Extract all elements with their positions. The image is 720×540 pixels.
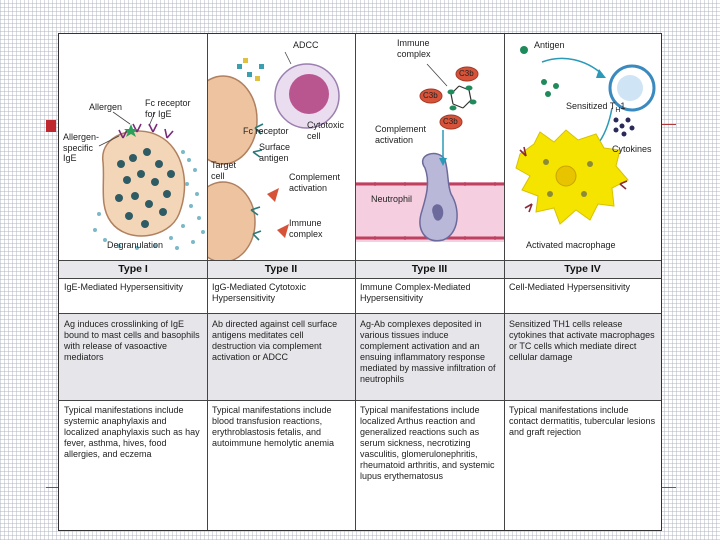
type-3-mechanism: Ag-Ab complexes deposited in various tis… <box>360 319 496 384</box>
label-complement-activation: Complement activation <box>289 172 341 193</box>
label-fc-receptor-ige: Fc receptor for IgE <box>145 98 191 119</box>
type-3-manifestations: Typical manifestations include localized… <box>360 405 495 481</box>
sensitized-text: Sensitized T <box>566 100 616 111</box>
type-1-name: IgE-Mediated Hypersensitivity <box>64 282 184 292</box>
type-2-name: IgG-Mediated Cytotoxic Hypersensitivity <box>212 282 307 303</box>
type-1-label: Type I <box>118 263 148 275</box>
slide-rule-bottom-right <box>660 487 676 488</box>
type-2-manifestations: Typical manifestations include blood tra… <box>212 405 335 448</box>
type-4-label: Type IV <box>564 263 601 275</box>
type-4-name: Cell-Mediated Hypersensitivity <box>509 282 631 292</box>
type-3-name: Immune Complex-Mediated Hypersensitivity <box>360 282 471 303</box>
sensitized-subscript: H <box>615 106 621 114</box>
label-c3b-1: C3b <box>459 69 474 78</box>
type-4-mechanism: Sensitized TH1 cells release cytokines t… <box>509 319 655 362</box>
type-2-label: Type II <box>264 263 298 275</box>
label-adcc: ADCC <box>293 40 319 50</box>
slide-bullet-marker <box>46 120 56 132</box>
sensitized-number: 1 <box>620 100 626 111</box>
type-3-label: Type III <box>411 263 448 275</box>
label-degranulation: Degranulation <box>107 240 164 250</box>
label-activated-macrophage: Activated macrophage <box>526 240 616 250</box>
hypersensitivity-figure: Allergen Fc receptor for IgE Allergen- s… <box>58 33 662 531</box>
label-c3b-2: C3b <box>423 91 438 100</box>
type-1-manifestations: Typical manifestations include systemic … <box>64 405 200 459</box>
table-divider-3 <box>59 313 661 314</box>
type-3-illustration <box>355 63 504 242</box>
label-cytokines: Cytokines <box>612 144 652 154</box>
label-fc-receptor: Fc receptor <box>243 126 289 136</box>
label-immune-complex: Immune complex <box>397 38 431 59</box>
label-antigen: Antigen <box>534 40 565 50</box>
label-allergen-specific-ige: Allergen- specific IgE <box>63 132 100 163</box>
mechanism-row-bg <box>59 313 661 400</box>
column-divider-1 <box>207 34 208 530</box>
label-allergen: Allergen <box>89 102 123 112</box>
table-divider-4 <box>59 400 661 401</box>
table-divider-1 <box>59 260 661 261</box>
slide-rule-bottom-left <box>46 487 58 488</box>
label-target-cell: Target cell <box>211 160 237 181</box>
panel-type-2: ADCC Fc receptor Cytotoxic cell Surface … <box>207 34 355 279</box>
label-neutrophil: Neutrophil <box>371 194 413 204</box>
type-2-illustration <box>207 51 340 260</box>
type-header-row <box>59 260 661 278</box>
table-divider-2 <box>59 278 661 279</box>
label-cytotoxic-cell: Cytotoxic cell <box>307 120 345 141</box>
label-immune-complex: Immune complex <box>289 218 323 239</box>
type-1-mechanism: Ag induces crosslinking of IgE bound to … <box>64 319 200 362</box>
panel-type-1: Allergen Fc receptor for IgE Allergen- s… <box>59 34 207 279</box>
slide-rule-top-right <box>660 124 676 125</box>
label-complement-activation: Complement activation <box>375 124 427 145</box>
label-sensitized-th1: Sensitized TH1 <box>566 90 625 116</box>
type-4-illustration <box>515 46 656 225</box>
column-divider-3 <box>504 34 505 530</box>
panel-type-3: Immune complex C3b C3b C3b Complement ac… <box>355 34 504 279</box>
label-surface-antigen: Surface antigen <box>259 142 291 163</box>
label-c3b-3: C3b <box>443 117 458 126</box>
panel-type-4: Antigen Sensitized TH1 Cytokines Activat… <box>504 34 661 279</box>
type-1-illustration <box>93 111 205 250</box>
type-2-mechanism: Ab directed against cell surface antigen… <box>212 319 338 362</box>
column-divider-2 <box>355 34 356 530</box>
type-4-manifestations: Typical manifestations include contact d… <box>509 405 656 437</box>
